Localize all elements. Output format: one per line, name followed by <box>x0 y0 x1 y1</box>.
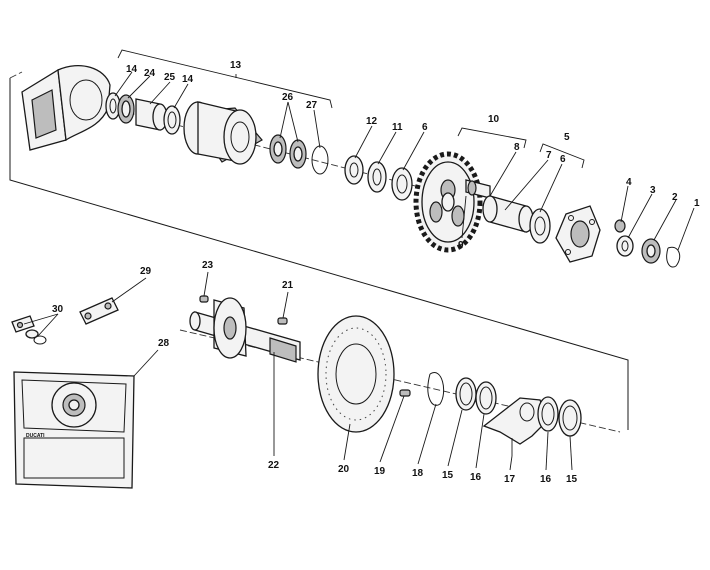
callout-7: 7 <box>546 150 552 161</box>
axle-nut-2-part <box>641 238 661 264</box>
nut-4-part <box>614 219 626 233</box>
callout-25: 25 <box>164 72 176 83</box>
callout-20: 20 <box>338 464 350 475</box>
callout-24: 24 <box>144 68 156 79</box>
chain-link-29-part <box>79 297 119 325</box>
callout-16-right: 16 <box>540 474 552 485</box>
callout-3: 3 <box>650 185 656 196</box>
callout-17: 17 <box>504 474 516 485</box>
callout-26: 26 <box>282 92 294 103</box>
callout-13: 13 <box>230 60 242 71</box>
bearing-26-pair-part <box>269 134 307 169</box>
plate-brand-text: DUCATI <box>26 433 45 439</box>
spacer-8-part <box>482 195 534 233</box>
rear-sprocket-part <box>413 151 483 253</box>
bearing-14-right-part <box>163 105 181 135</box>
callout-10: 10 <box>488 114 500 125</box>
ring-16-right-part <box>537 396 559 432</box>
callout-15-right: 15 <box>566 474 578 485</box>
callout-21: 21 <box>282 280 294 291</box>
callout-22: 22 <box>268 460 280 471</box>
ring-15-right-part <box>558 399 582 437</box>
bearing-24-part <box>117 94 135 124</box>
info-plate-28-part: DUCATI <box>13 371 135 489</box>
chain-clip-set-30-part <box>11 315 47 345</box>
brake-disc-part <box>317 315 395 433</box>
callout-12: 12 <box>366 116 378 127</box>
callout-14-left: 14 <box>126 64 138 75</box>
callout-30: 30 <box>52 304 64 315</box>
washer-11-part <box>367 161 387 193</box>
callout-11: 11 <box>392 122 403 133</box>
cush-drive-hub-part <box>183 101 263 165</box>
leader-lines <box>23 71 695 471</box>
callout-28: 28 <box>158 338 170 349</box>
washer-6-upper-part <box>391 167 413 201</box>
group-brackets <box>117 49 585 169</box>
callout-4: 4 <box>626 177 632 188</box>
callout-2: 2 <box>672 192 678 203</box>
callout-27: 27 <box>306 100 318 111</box>
bolt-21-part <box>277 317 288 325</box>
callout-18: 18 <box>412 468 424 479</box>
callout-6-upper: 6 <box>422 122 428 133</box>
callout-23: 23 <box>202 260 214 271</box>
circlip-18-part <box>427 372 445 406</box>
hub-shaft-part <box>189 297 301 363</box>
housing-cover-part <box>21 65 111 151</box>
washer-12-part <box>344 155 364 185</box>
bolt-23-part <box>199 295 209 303</box>
callout-29: 29 <box>140 266 152 277</box>
callout-5: 5 <box>564 132 570 143</box>
callout-16-left: 16 <box>470 472 482 483</box>
callout-19: 19 <box>374 466 386 477</box>
spacer-25-part <box>135 98 168 131</box>
washer-3-part <box>616 235 634 257</box>
ring-15-left-part <box>455 377 477 411</box>
callout-9: 9 <box>458 240 464 251</box>
bracket-17-part <box>482 397 549 456</box>
sprocket-flange-5-part <box>555 205 601 263</box>
disc-bolt-19-part <box>399 389 411 397</box>
callout-6-right: 6 <box>560 154 566 165</box>
circlip-1-part <box>666 246 681 268</box>
callout-8: 8 <box>514 142 520 153</box>
washer-6-right-part <box>529 208 551 244</box>
callout-labels: 1 2 3 4 5 6 6 7 8 9 10 11 12 13 14 24 25… <box>52 60 700 485</box>
ring-16-left-part <box>475 381 497 415</box>
callout-1: 1 <box>694 198 700 209</box>
callout-14-right: 14 <box>182 74 194 85</box>
callout-15-left: 15 <box>442 470 454 481</box>
